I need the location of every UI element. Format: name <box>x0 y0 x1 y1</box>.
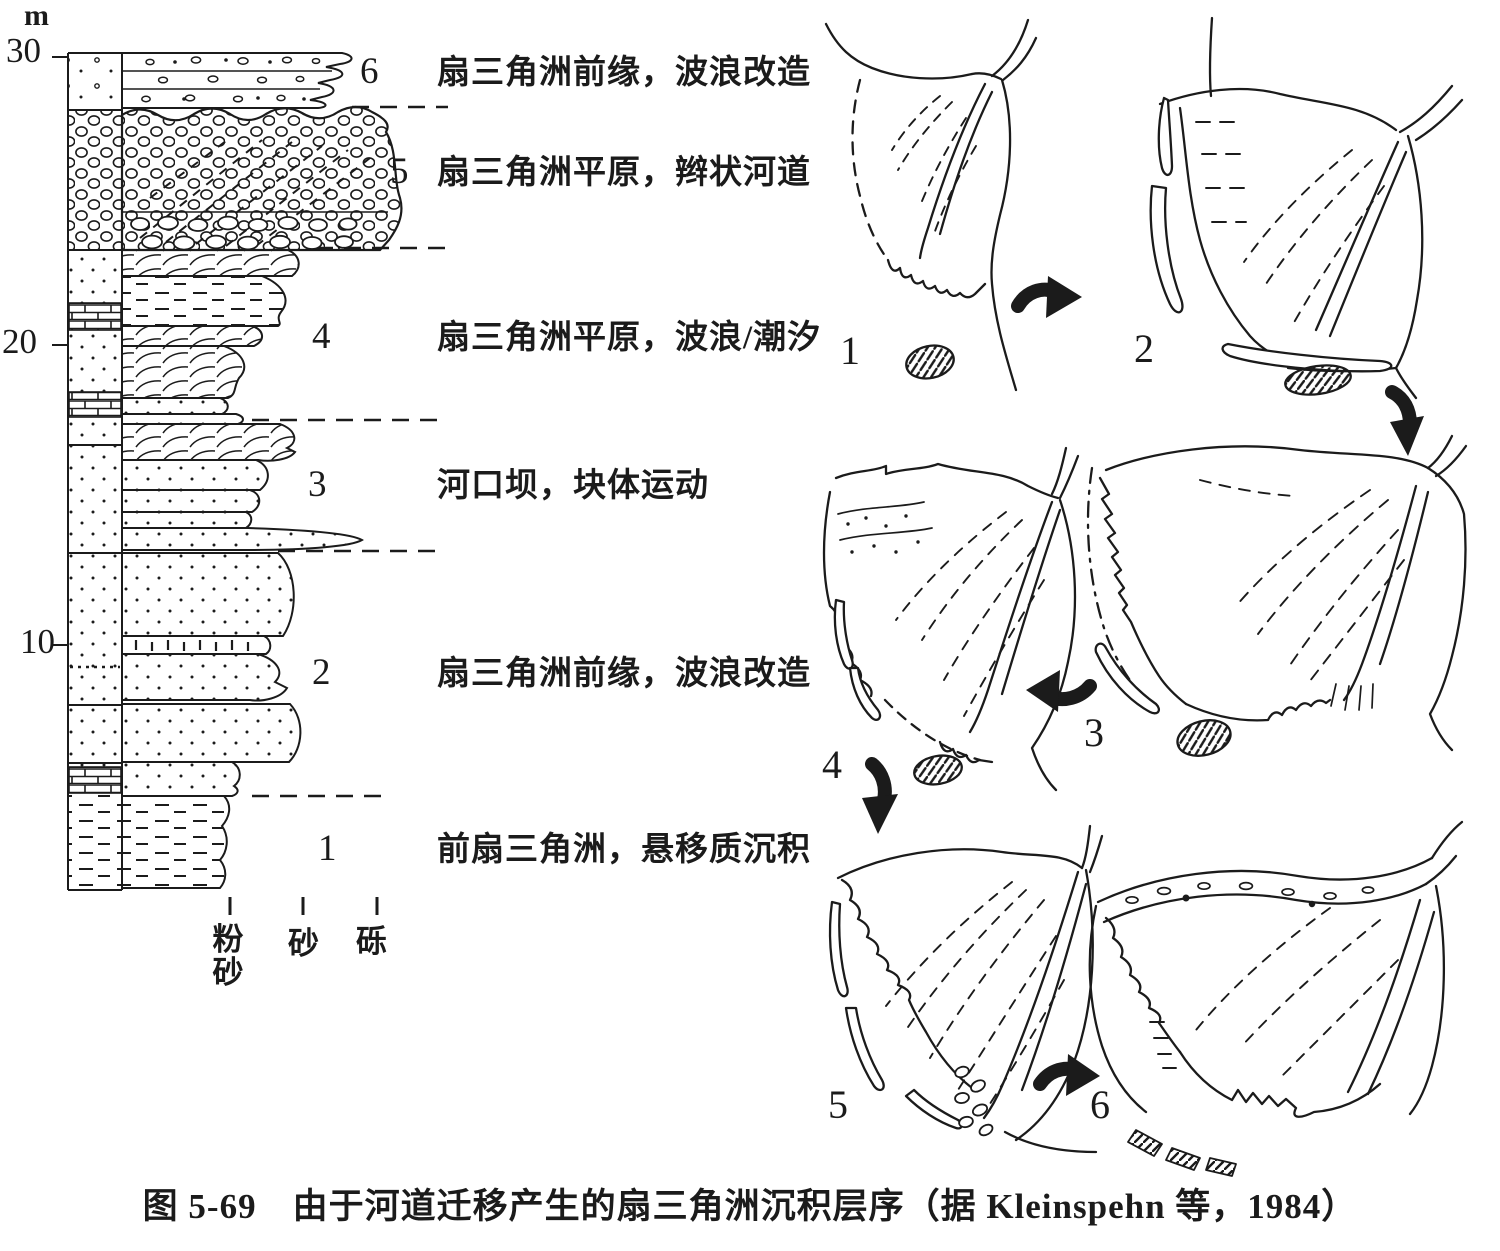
unit-label-2: 扇三角洲前缘，波浪改造 <box>437 656 811 692</box>
fan-map-panel-1 <box>824 18 1038 392</box>
unit3-layers <box>121 423 364 551</box>
fan-map-panel-5 <box>828 824 1104 1154</box>
grain-size-label-silt: 粉砂 <box>212 922 244 990</box>
sequence-arrows <box>862 276 1424 1096</box>
unit-label-1: 前扇三角洲，悬移质沉积 <box>437 832 811 868</box>
beach-hatch-marks <box>1127 1129 1237 1177</box>
arrow-3-to-4 <box>1026 670 1097 712</box>
arrow-5-to-6 <box>1033 1054 1100 1096</box>
depth-tick-30: 30 <box>6 31 41 70</box>
unit6-layers <box>121 52 353 109</box>
depth-tick-20: 20 <box>2 322 37 361</box>
unit-number-2: 2 <box>312 652 331 693</box>
figure-caption: 图 5-69 由于河道迁移产生的扇三角洲沉积层序（据 Kleinspehn 等，… <box>142 1187 1358 1226</box>
fan-map-panel-4 <box>822 446 1080 792</box>
source-area-marker <box>1284 364 1352 396</box>
source-area-marker <box>1176 719 1232 757</box>
panel-number-6: 6 <box>1090 1082 1110 1127</box>
unit4-layers <box>121 249 300 425</box>
panel-number-4: 4 <box>822 742 842 787</box>
axis-unit-label: m <box>24 0 49 32</box>
lithology-strip <box>68 52 123 891</box>
fan-map-panel-3 <box>1086 434 1468 757</box>
panel-number-1: 1 <box>840 328 860 373</box>
panel-number-3: 3 <box>1084 710 1104 755</box>
unit-number-6: 6 <box>360 51 379 92</box>
unit-number-5: 5 <box>390 151 409 192</box>
arrow-2-to-3 <box>1385 385 1424 456</box>
panel-number-2: 2 <box>1134 326 1154 371</box>
unit-label-3: 河口坝，块体运动 <box>437 468 709 504</box>
unit-label-5: 扇三角洲平原，辫状河道 <box>437 155 811 191</box>
fan-map-panel-6 <box>1088 820 1464 1177</box>
panel-number-5: 5 <box>828 1082 848 1127</box>
fan-delta-map-sequence <box>822 16 1468 1177</box>
unit-number-3: 3 <box>308 464 327 505</box>
grain-size-ticks <box>228 897 379 915</box>
depth-axis <box>52 53 69 890</box>
unit2-layers <box>121 552 302 797</box>
unit-number-1: 1 <box>318 828 337 869</box>
grain-size-label-gravel: 砾 <box>356 924 387 959</box>
strat-column-drawing <box>52 52 448 915</box>
depth-tick-10: 10 <box>20 622 55 661</box>
grain-size-label-sand: 砂 <box>288 926 319 961</box>
source-area-marker <box>913 754 963 786</box>
unit1-layers <box>121 795 231 889</box>
fan-map-panel-2 <box>1149 16 1464 400</box>
source-area-marker <box>905 344 955 380</box>
unit-label-4: 扇三角洲平原，波浪/潮汐 <box>437 320 822 356</box>
unit5-conglomerate <box>120 105 403 252</box>
unit-label-6: 扇三角洲前缘，波浪改造 <box>437 55 811 91</box>
arrow-4-to-5 <box>862 757 898 834</box>
unit-number-4: 4 <box>312 316 331 357</box>
arrow-1-to-2 <box>1011 276 1082 318</box>
